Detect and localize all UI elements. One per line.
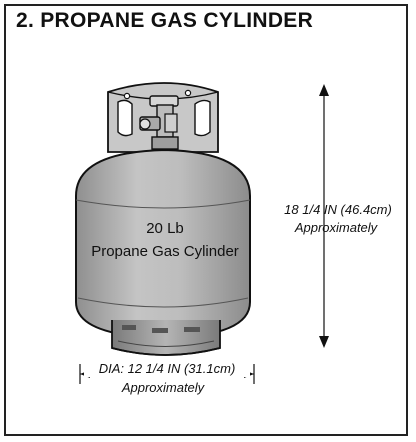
cylinder-name-label: Propane Gas Cylinder bbox=[91, 243, 239, 260]
cylinder-capacity-label: 20 Lb bbox=[146, 220, 184, 237]
height-value: 18 1/4 IN (46.4cm) bbox=[284, 202, 392, 217]
diameter-qualifier: Approximately bbox=[121, 380, 206, 395]
cylinder-body bbox=[75, 148, 251, 340]
height-dimension-line bbox=[319, 84, 329, 348]
cylinder-foot-ring bbox=[111, 320, 221, 356]
page-title: 2. PROPANE GAS CYLINDER bbox=[16, 9, 314, 32]
height-qualifier: Approximately bbox=[294, 220, 379, 235]
diameter-value: DIA: 12 1/4 IN (31.1cm) bbox=[99, 361, 236, 376]
